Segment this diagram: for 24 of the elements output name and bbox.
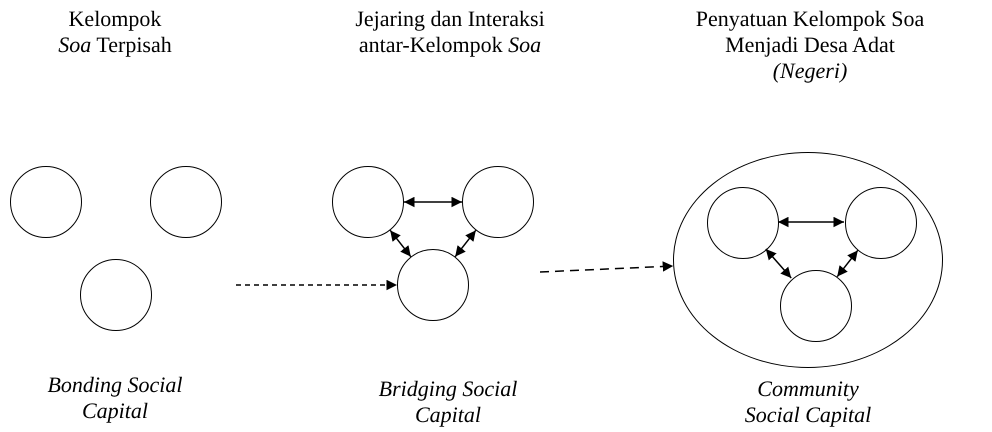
arrow <box>540 261 674 273</box>
circle-shape <box>150 166 222 238</box>
caption-text: Bonding Social Capital <box>46 372 184 424</box>
arrow <box>390 230 412 258</box>
caption-text: Community Social Capital <box>744 376 872 428</box>
circle-shape <box>673 152 943 368</box>
circle-shape <box>332 166 404 238</box>
stage-heading: Jejaring dan Interaksi antar-Kelompok Soa <box>354 6 546 58</box>
arrow <box>404 196 462 208</box>
arrow <box>454 230 476 258</box>
stage-heading: Penyatuan Kelompok Soa Menjadi Desa Adat (Negeri) <box>694 6 926 84</box>
arrow <box>765 248 792 278</box>
circle-shape <box>80 259 152 331</box>
arrow <box>236 280 397 290</box>
arrow <box>778 216 844 228</box>
circle-shape <box>707 187 779 259</box>
arrow <box>836 250 858 278</box>
stage-heading: Kelompok Soa Terpisah <box>57 6 173 58</box>
circle-shape <box>397 249 469 321</box>
circle-shape <box>462 166 534 238</box>
circle-shape <box>10 166 82 238</box>
circle-shape <box>845 187 917 259</box>
caption-text: Bridging Social Capital <box>378 376 518 428</box>
circle-shape <box>780 270 852 342</box>
